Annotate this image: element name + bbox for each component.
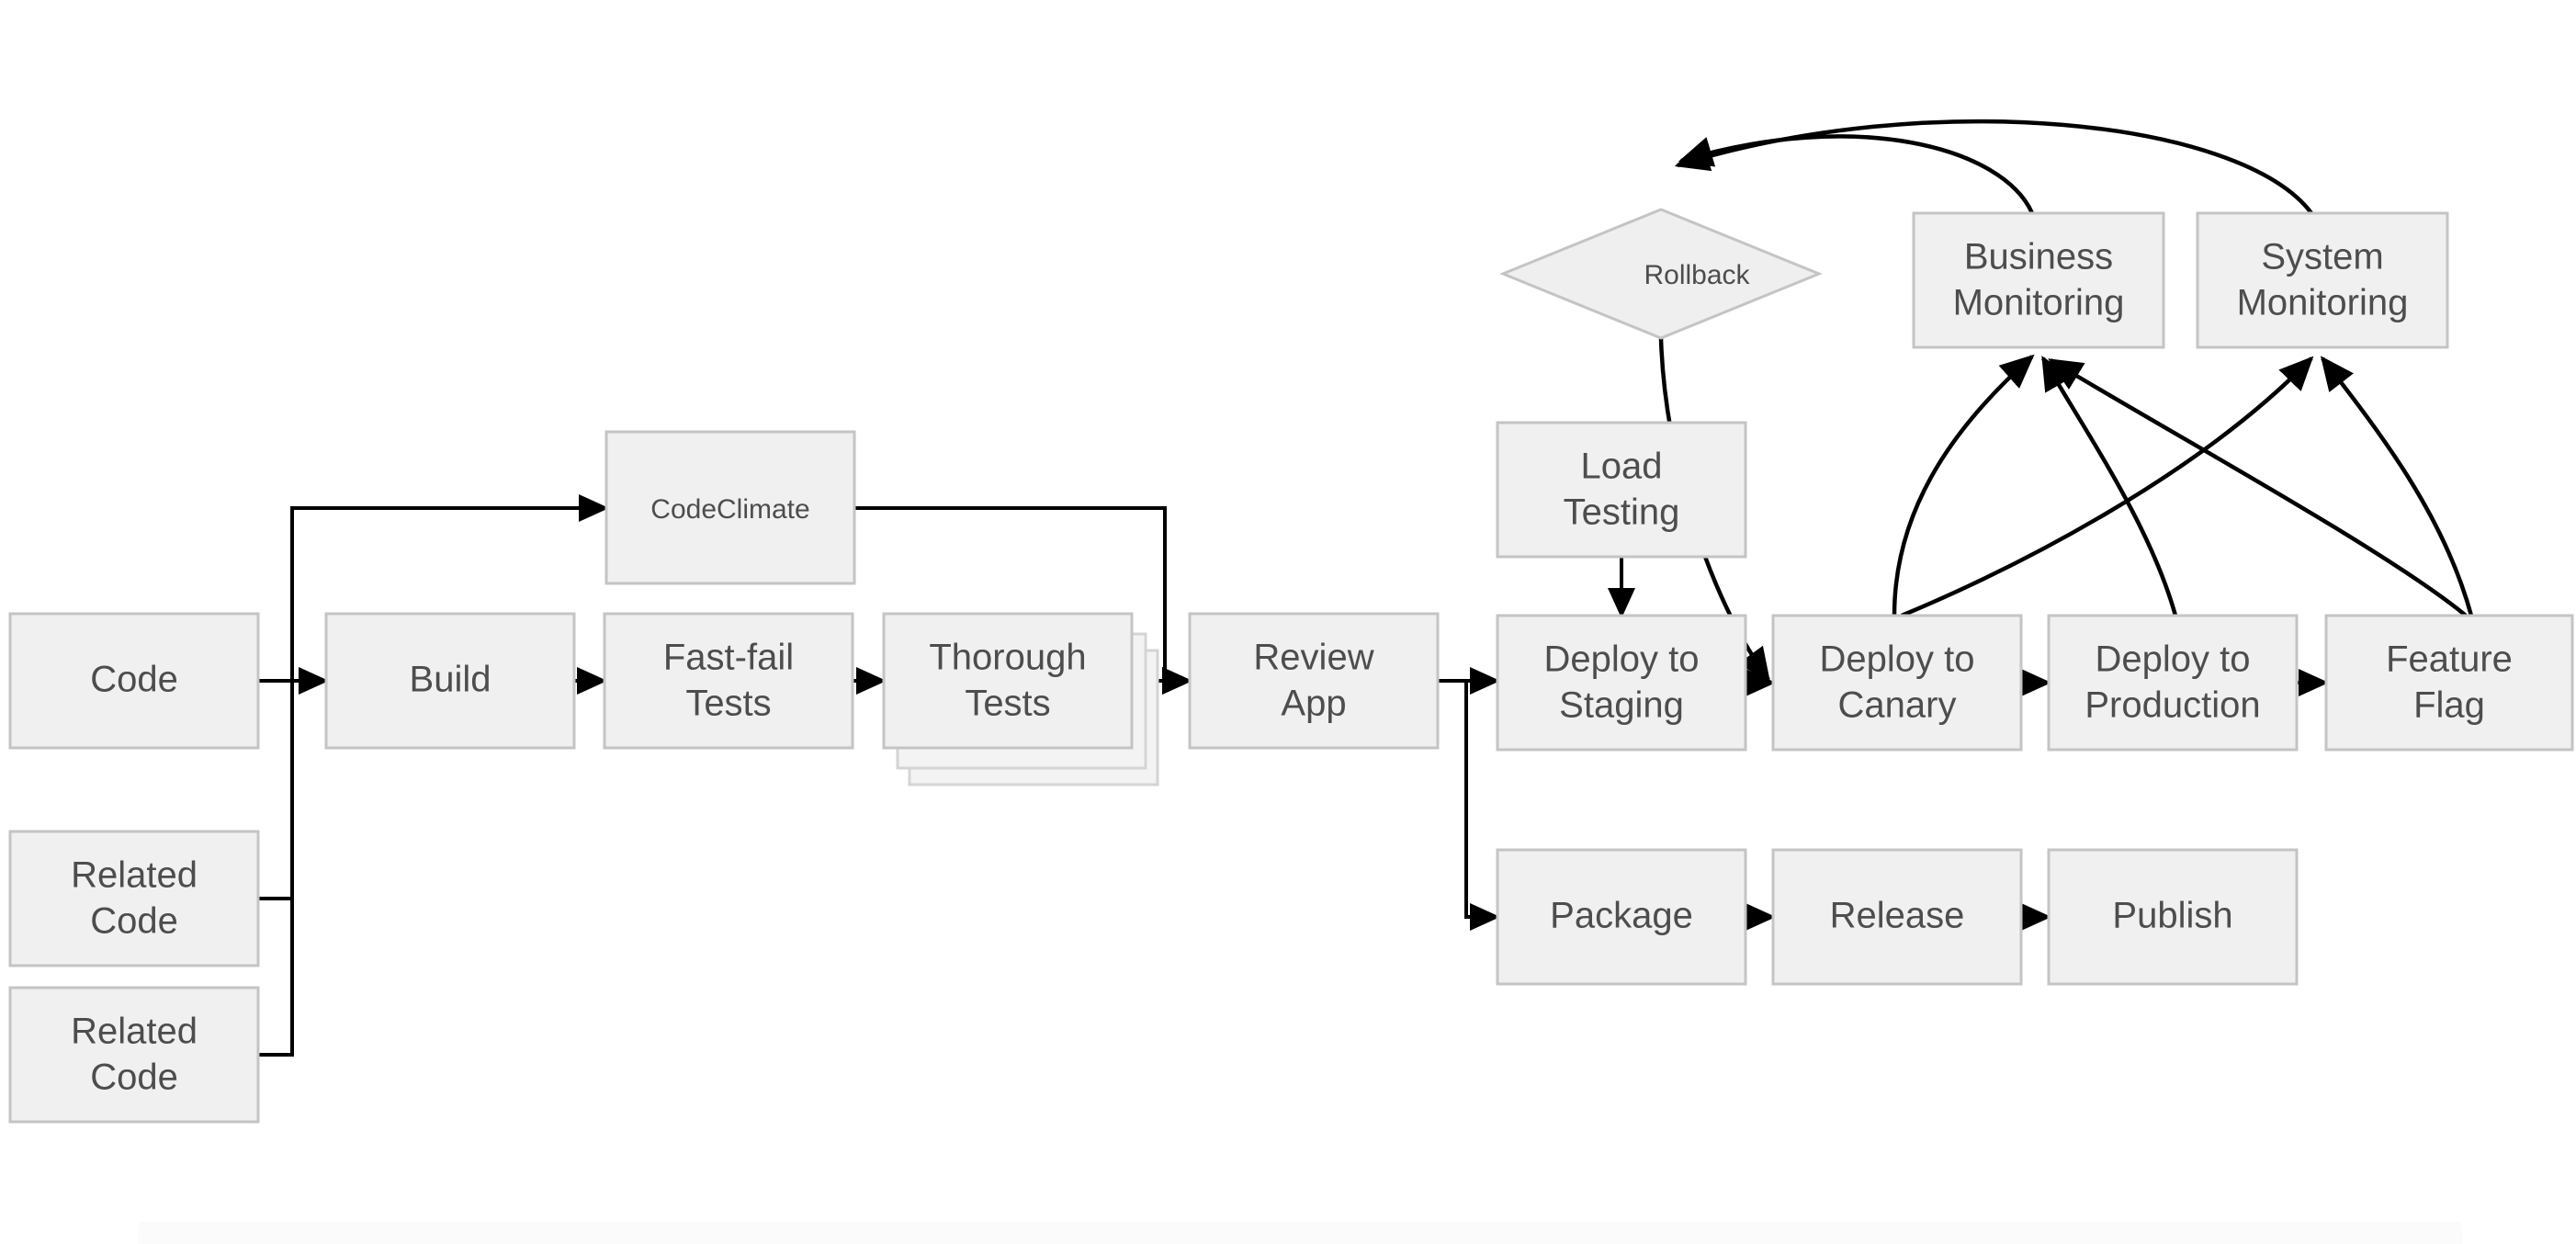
node-publish-label: Publish bbox=[2112, 896, 2232, 936]
node-business-monitoring-label-line2: Monitoring bbox=[1953, 283, 2125, 323]
node-related-code-1-label-line1: Related bbox=[71, 855, 198, 896]
node-fast-fail-tests-label-line1: Fast-fail bbox=[663, 638, 794, 678]
node-rollback-diamond[interactable] bbox=[1499, 208, 1823, 340]
node-review-app-label-line1: Review bbox=[1253, 638, 1373, 678]
node-code[interactable]: Code bbox=[8, 612, 260, 750]
node-deploy-to-staging-label-line1: Deploy to bbox=[1544, 639, 1700, 680]
edge-deploycanary-to-businessmon bbox=[1892, 354, 2035, 616]
node-build-rect[interactable] bbox=[324, 612, 576, 750]
node-related-code-1-label-line2: Code bbox=[90, 901, 178, 942]
edge-featureflag-to-systemmon bbox=[2320, 356, 2474, 616]
node-publish-rect[interactable] bbox=[2047, 848, 2299, 986]
node-fast-fail-tests[interactable]: Fast-fail Tests bbox=[603, 612, 854, 750]
edge-systemmon-to-rollback bbox=[1674, 119, 2313, 215]
node-review-app-rect[interactable] bbox=[1188, 612, 1440, 750]
node-code-rect[interactable] bbox=[8, 612, 260, 750]
node-feature-flag[interactable]: Feature Flag bbox=[2324, 614, 2574, 752]
node-deploy-to-canary[interactable]: Deploy to Canary bbox=[1771, 614, 2023, 752]
node-build[interactable]: Build bbox=[324, 612, 576, 750]
node-review-app-label-line2: App bbox=[1281, 684, 1346, 724]
node-release-label: Release bbox=[1830, 896, 1965, 936]
node-feature-flag-label-line1: Feature bbox=[2386, 639, 2513, 680]
node-deploy-to-production-label-line2: Production bbox=[2085, 685, 2260, 726]
node-deploy-to-production-label-line1: Deploy to bbox=[2096, 639, 2251, 680]
node-related-code-2-rect[interactable] bbox=[8, 986, 260, 1124]
node-related-code-2[interactable]: Related Code bbox=[8, 986, 260, 1124]
node-release[interactable]: Release bbox=[1771, 848, 2023, 986]
node-rollback-label: Rollback bbox=[1644, 260, 1750, 290]
edge-layer bbox=[258, 119, 2474, 1057]
node-related-code-1-rect[interactable] bbox=[8, 830, 260, 967]
node-load-testing-label-line1: Load bbox=[1581, 447, 1663, 487]
node-thorough-tests[interactable]: Thorough Tests bbox=[882, 612, 1159, 786]
node-load-testing-rect[interactable] bbox=[1496, 421, 1747, 559]
footer-panel-edge bbox=[138, 1222, 2462, 1244]
node-build-label: Build bbox=[410, 660, 491, 700]
node-codeclimate-label: CodeClimate bbox=[650, 494, 809, 525]
node-codeclimate-rect[interactable] bbox=[604, 430, 856, 585]
node-package-label: Package bbox=[1550, 896, 1693, 936]
edge-deploycanary-to-systemmon bbox=[1901, 356, 2314, 618]
node-feature-flag-rect[interactable] bbox=[2324, 614, 2574, 752]
edge-relatedcode1-to-build bbox=[258, 681, 294, 900]
node-related-code-2-label-line2: Code bbox=[90, 1057, 178, 1098]
node-business-monitoring-label-line1: Business bbox=[1964, 237, 2113, 277]
node-system-monitoring-label-line1: System bbox=[2261, 237, 2383, 277]
node-release-rect[interactable] bbox=[1771, 848, 2023, 986]
node-package[interactable]: Package bbox=[1496, 848, 1747, 986]
node-load-testing[interactable]: Load Testing bbox=[1496, 421, 1747, 559]
node-rollback[interactable]: Rollback bbox=[1499, 208, 1823, 340]
node-deploy-to-staging-label-line2: Staging bbox=[1559, 685, 1684, 726]
edge-featureflag-to-businessmon bbox=[2048, 358, 2468, 617]
node-business-monitoring[interactable]: Business Monitoring bbox=[1912, 211, 2165, 349]
node-thorough-tests-label-line2: Tests bbox=[965, 684, 1050, 724]
node-deploy-to-canary-label-line2: Canary bbox=[1838, 685, 1957, 726]
node-codeclimate[interactable]: CodeClimate bbox=[604, 430, 856, 585]
node-feature-flag-label-line2: Flag bbox=[2413, 685, 2485, 726]
node-code-label: Code bbox=[90, 660, 178, 700]
edge-reviewapp-to-package bbox=[1464, 681, 1500, 931]
node-thorough-tests-label-line1: Thorough bbox=[929, 638, 1086, 678]
node-system-monitoring[interactable]: System Monitoring bbox=[2196, 211, 2449, 349]
edge-codeclimate-to-reviewapp bbox=[854, 506, 1192, 695]
node-deploy-to-production[interactable]: Deploy to Production bbox=[2047, 614, 2299, 752]
node-load-testing-label-line2: Testing bbox=[1564, 492, 1680, 533]
node-deploy-to-staging-rect[interactable] bbox=[1496, 614, 1747, 752]
node-deploy-to-canary-rect[interactable] bbox=[1771, 614, 2023, 752]
node-deploy-to-canary-label-line1: Deploy to bbox=[1820, 639, 1975, 680]
node-system-monitoring-label-line2: Monitoring bbox=[2237, 283, 2409, 323]
node-package-rect[interactable] bbox=[1496, 848, 1747, 986]
node-related-code-1[interactable]: Related Code bbox=[8, 830, 260, 967]
node-related-code-2-label-line1: Related bbox=[71, 1012, 198, 1052]
node-fast-fail-tests-label-line2: Tests bbox=[685, 684, 771, 724]
node-thorough-tests-rect[interactable] bbox=[882, 612, 1134, 750]
node-business-monitoring-rect[interactable] bbox=[1912, 211, 2165, 349]
node-publish[interactable]: Publish bbox=[2047, 848, 2299, 986]
node-fast-fail-tests-rect[interactable] bbox=[603, 612, 854, 750]
node-review-app[interactable]: Review App bbox=[1188, 612, 1440, 750]
node-deploy-to-production-rect[interactable] bbox=[2047, 614, 2299, 752]
node-deploy-to-staging[interactable]: Deploy to Staging bbox=[1496, 614, 1747, 752]
edge-code-to-codeclimate bbox=[290, 494, 609, 681]
node-system-monitoring-rect[interactable] bbox=[2196, 211, 2449, 349]
edge-relatedcode2-to-build bbox=[258, 899, 294, 1057]
